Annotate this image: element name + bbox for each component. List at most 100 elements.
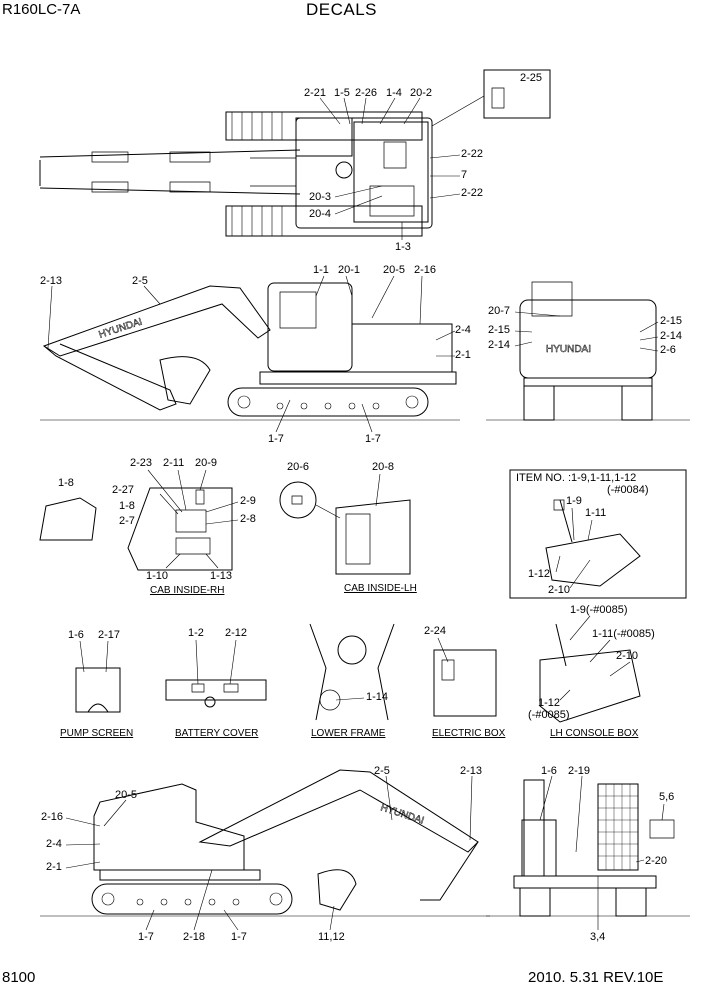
callout-label: 2-5 [374, 765, 390, 777]
callout-label: 2-21 [304, 87, 327, 99]
callout-label: 2-22 [461, 148, 484, 160]
callout-label: 1-7 [231, 931, 247, 943]
page-number: 8100 [2, 969, 36, 986]
callout-label: 1-9(-#0085) [570, 604, 628, 616]
callout-label: 1-6 [68, 629, 84, 641]
model-code: R160LC-7A [2, 1, 81, 18]
callout-label: 7 [461, 169, 468, 181]
callout-label: 2-8 [240, 513, 256, 525]
callout-label: 20-8 [372, 461, 395, 473]
item-note-line2: (-#0084) [607, 484, 649, 496]
callout-label: 2-11 [163, 457, 185, 469]
callout-label: 20-3 [309, 191, 332, 203]
callout-label: 1-6 [541, 765, 557, 777]
callout-label: 3,4 [590, 931, 606, 943]
callout-label: 2-25 [520, 72, 543, 84]
callout-label: 2-27 [112, 484, 135, 496]
console-box-b [540, 616, 640, 722]
callout-label: 2-5 [132, 275, 148, 287]
callout-label: 1-4 [386, 87, 402, 99]
caption-electric-box: ELECTRIC BOX [432, 728, 506, 739]
callout-label: 20-4 [309, 208, 332, 220]
callout-label: 1-10 [146, 570, 169, 582]
rear-view: HYUNDAI [486, 282, 690, 420]
callout-label: 2-17 [98, 629, 121, 641]
callout-label: 2-4 [46, 838, 62, 850]
caption-lh-console-box: LH CONSOLE BOX [550, 728, 639, 739]
callout-label: 2-15 [660, 315, 683, 327]
callout-label: 20-5 [115, 789, 138, 801]
callout-label: 20-7 [488, 305, 511, 317]
callout-label: 20-6 [287, 461, 310, 473]
cab-inside-lh [280, 474, 410, 574]
brand-on-counterweight: HYUNDAI [546, 344, 591, 355]
callout-label: 1-14 [366, 691, 389, 703]
callout-label: 2-14 [660, 330, 683, 342]
callout-label: 5,6 [659, 791, 675, 803]
callout-label: 1-2 [188, 627, 204, 639]
callout-label: 2-13 [460, 765, 483, 777]
item-note-line1: ITEM NO. :1-9,1-11,1-12 [516, 472, 637, 484]
callout-label: 1-1 [313, 264, 329, 276]
callout-label: 1-7 [268, 433, 284, 445]
callout-label: 2-15 [488, 324, 511, 336]
callout-label: 20-9 [195, 457, 218, 469]
callout-label: 11,12 [318, 931, 345, 943]
callout-label: 2-22 [461, 187, 484, 199]
callout-label: 2-16 [414, 264, 437, 276]
callout-label: 2-9 [240, 495, 256, 507]
callout-label: 2-4 [455, 324, 471, 336]
callout-label: (-#0085) [528, 709, 570, 721]
callout-label: 1-5 [334, 87, 350, 99]
callout-label: 1-12 [538, 697, 561, 709]
callout-label: 2-6 [660, 344, 676, 356]
electric-box [434, 638, 496, 716]
callout-label: 2-1 [46, 861, 62, 873]
page-title: DECALS [306, 0, 378, 19]
callout-label: 1-13 [210, 570, 233, 582]
brand-on-boom: HYUNDAI [98, 316, 144, 340]
callout-label: 2-13 [40, 275, 63, 287]
callout-label: 2-26 [355, 87, 378, 99]
callout-label: 20-2 [410, 87, 433, 99]
callout-label: 2-10 [616, 650, 639, 662]
battery-cover [166, 640, 266, 707]
callout-label: 1-7 [138, 931, 154, 943]
callout-label: 2-1 [455, 349, 471, 361]
caption-battery-cover: BATTERY COVER [175, 728, 259, 739]
callout-label: 20-5 [383, 264, 406, 276]
top-view [40, 70, 550, 240]
console-box-a [510, 470, 686, 598]
callout-label: 2-12 [225, 627, 248, 639]
callout-label: 2-18 [183, 931, 206, 943]
callout-label: 2-19 [568, 765, 591, 777]
callout-label: 2-23 [130, 457, 153, 469]
callout-label: 1-12 [528, 568, 551, 580]
callout-label: 2-7 [119, 515, 135, 527]
lower-frame [310, 624, 394, 720]
callout-label: 1-9 [566, 495, 582, 507]
caption-cab-inside-rh: CAB INSIDE-RH [150, 585, 225, 596]
callout-label: 1-11 [585, 507, 607, 519]
callout-label: 2-24 [424, 625, 447, 637]
side-view-lh: HYUNDAI [40, 770, 490, 930]
callout-label: 1-8 [119, 500, 135, 512]
front-view [486, 776, 690, 930]
callout-label: 1-3 [395, 241, 411, 253]
caption-pump-screen: PUMP SCREEN [60, 728, 134, 739]
callout-label: 1-8 [58, 477, 74, 489]
date-revision: 2010. 5.31 REV.10E [528, 969, 664, 986]
callout-label: 2-10 [548, 584, 571, 596]
cab-inside-rh [40, 470, 238, 570]
brand-on-boom-lh: HYUNDAI [379, 802, 425, 826]
pump-screen [76, 641, 120, 712]
caption-lower-frame: LOWER FRAME [311, 728, 386, 739]
side-view-rh: HYUNDAI [40, 276, 460, 432]
callout-label: 1-11(-#0085) [592, 628, 655, 640]
callout-label: 2-16 [41, 811, 64, 823]
callout-label: 2-20 [645, 855, 668, 867]
caption-cab-inside-lh: CAB INSIDE-LH [344, 583, 417, 594]
callout-label: 1-7 [365, 433, 381, 445]
callout-label: 2-14 [488, 339, 511, 351]
